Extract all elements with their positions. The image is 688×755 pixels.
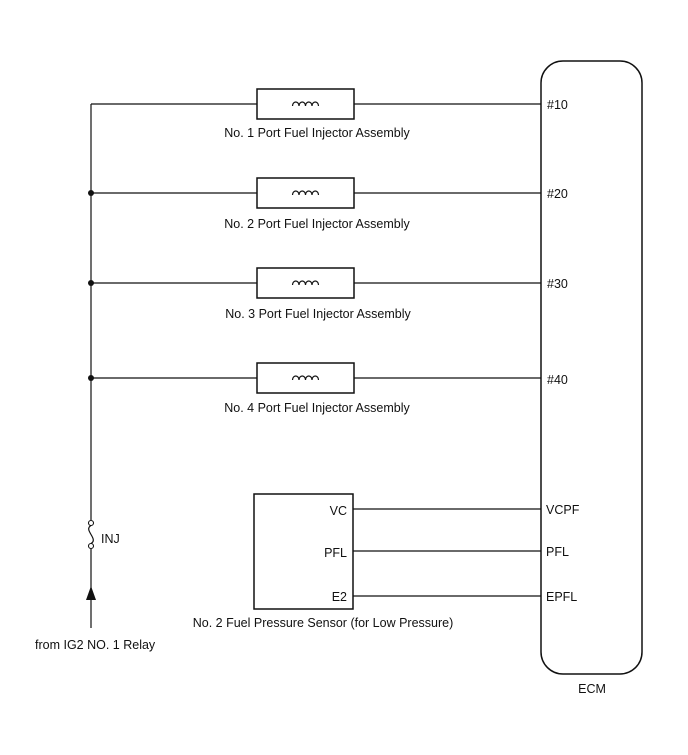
injector-circuit-4: No. 4 Port Fuel Injector Assembly #40 [88,362,568,415]
sensor-box [253,493,354,610]
sensor-label: No. 2 Fuel Pressure Sensor (for Low Pres… [193,616,454,630]
sensor-pin-e2: E2 [332,590,347,604]
injector-circuit-2: No. 2 Port Fuel Injector Assembly #20 [88,177,568,231]
fuse-label: INJ [101,532,120,546]
fuse-inj-icon [87,519,95,550]
ecm-pin-vcpf: VCPF [546,503,580,517]
injector-circuit-3: No. 3 Port Fuel Injector Assembly #30 [88,267,568,321]
fuel-pressure-sensor: No. 2 Fuel Pressure Sensor (for Low Pres… [193,493,580,630]
junction-dot [88,280,94,286]
injector-1-label: No. 1 Port Fuel Injector Assembly [224,126,410,140]
injector-2-label: No. 2 Port Fuel Injector Assembly [224,217,410,231]
ecm-pin-pfl: PFL [546,545,569,559]
ecm-pin-30: #30 [547,277,568,291]
ecm-pin-epfl: EPFL [546,590,577,604]
sensor-pin-vc: VC [330,504,347,518]
injector-3-label: No. 3 Port Fuel Injector Assembly [225,307,411,321]
injector-4-label: No. 4 Port Fuel Injector Assembly [224,401,410,415]
power-source-label: from IG2 NO. 1 Relay [35,638,156,652]
power-arrow-icon [86,586,96,600]
injector-2-box [256,177,355,209]
injector-circuit-1: No. 1 Port Fuel Injector Assembly #10 [91,88,568,140]
junction-dot [88,375,94,381]
ecm-pin-20: #20 [547,187,568,201]
ecm-box [540,60,643,675]
ecm-label: ECM [578,682,606,696]
ecm-pin-10: #10 [547,98,568,112]
junction-dot [88,190,94,196]
ecm-pin-40: #40 [547,373,568,387]
sensor-pin-pfl: PFL [324,546,347,560]
